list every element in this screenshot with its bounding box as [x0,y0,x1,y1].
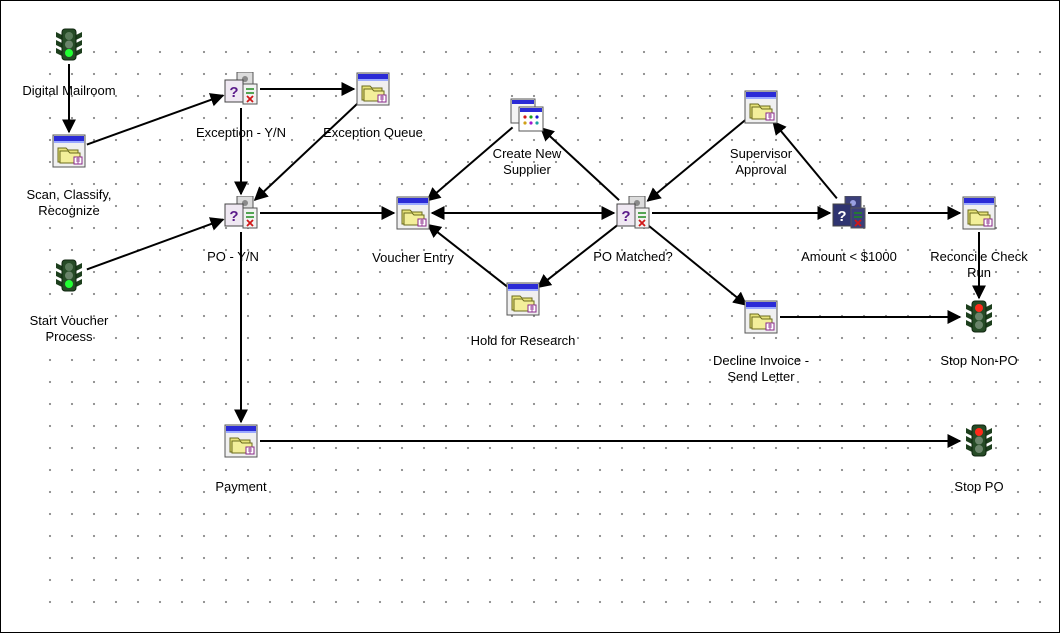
node-label-line: Digital Mailroom [22,83,116,98]
node-label: PO Matched? [593,249,673,265]
task-folder-icon[interactable] [744,300,778,334]
decision-icon[interactable]: ? [224,71,258,106]
node-label-line: Hold for Research [470,333,576,348]
node-label-line: Reconcile Check [930,249,1028,264]
node-label: Amount < $1000 [801,249,897,265]
task-folder-icon[interactable] [396,196,430,230]
decision-icon[interactable]: ? [616,195,650,230]
node-label: Stop Non-PO [940,353,1017,369]
node-label-line: Decline Invoice - [712,353,810,368]
node-label-line: Recognize [38,203,100,218]
node-label: Voucher Entry [372,250,454,266]
node-label: Scan, Classify,Recognize [26,187,111,219]
node-label: Payment [215,479,266,495]
node-label: Exception - Y/N [196,125,286,141]
task-folder-icon[interactable] [744,90,778,124]
form-icon[interactable] [510,98,544,132]
node-label: Digital Mailroom [22,83,115,99]
decision-icon[interactable]: ? [224,195,258,230]
svg-text:?: ? [229,84,238,101]
svg-text:?: ? [229,208,238,225]
node-label-line: Process [45,329,93,344]
node-label-line: Stop PO [954,479,1004,494]
task-folder-icon[interactable] [962,196,996,230]
traffic-light-icon[interactable] [52,28,86,62]
dotted-grid-canvas [39,41,1049,616]
node-label: PO - Y/N [207,249,259,265]
node-label-line: Create New [492,146,562,161]
node-label: Exception Queue [323,125,423,141]
task-folder-icon[interactable] [224,424,258,458]
node-label-line: Send Letter [727,369,795,384]
node-label-line: Stop Non-PO [940,353,1018,368]
node-label-line: Supplier [503,162,551,177]
node-label-line: PO Matched? [593,249,673,264]
node-label: Hold for Research [471,333,576,349]
task-folder-icon[interactable] [506,282,540,316]
node-label-line: Exception - Y/N [195,125,287,140]
node-label-line: Supervisor [729,146,793,161]
node-label-line: PO - Y/N [207,249,259,264]
node-label-line: Exception Queue [323,125,423,140]
node-label-line: Voucher Entry [372,250,454,265]
traffic-light-icon[interactable] [962,424,996,458]
node-label-line: Payment [215,479,267,494]
node-label-line: Start Voucher [29,313,109,328]
node-label: Stop PO [954,479,1003,495]
traffic-light-icon[interactable] [962,300,996,334]
task-folder-icon[interactable] [52,134,86,168]
node-label-line: Run [967,265,991,280]
svg-text:?: ? [837,208,846,225]
decision-icon[interactable]: ? [832,195,866,230]
svg-text:?: ? [621,208,630,225]
traffic-light-icon[interactable] [52,259,86,293]
node-label: Decline Invoice -Send Letter [713,353,809,385]
node-label-line: Approval [735,162,787,177]
node-label-line: Amount < $1000 [801,249,897,264]
node-label-line: Scan, Classify, [26,187,112,202]
task-folder-icon[interactable] [356,72,390,106]
